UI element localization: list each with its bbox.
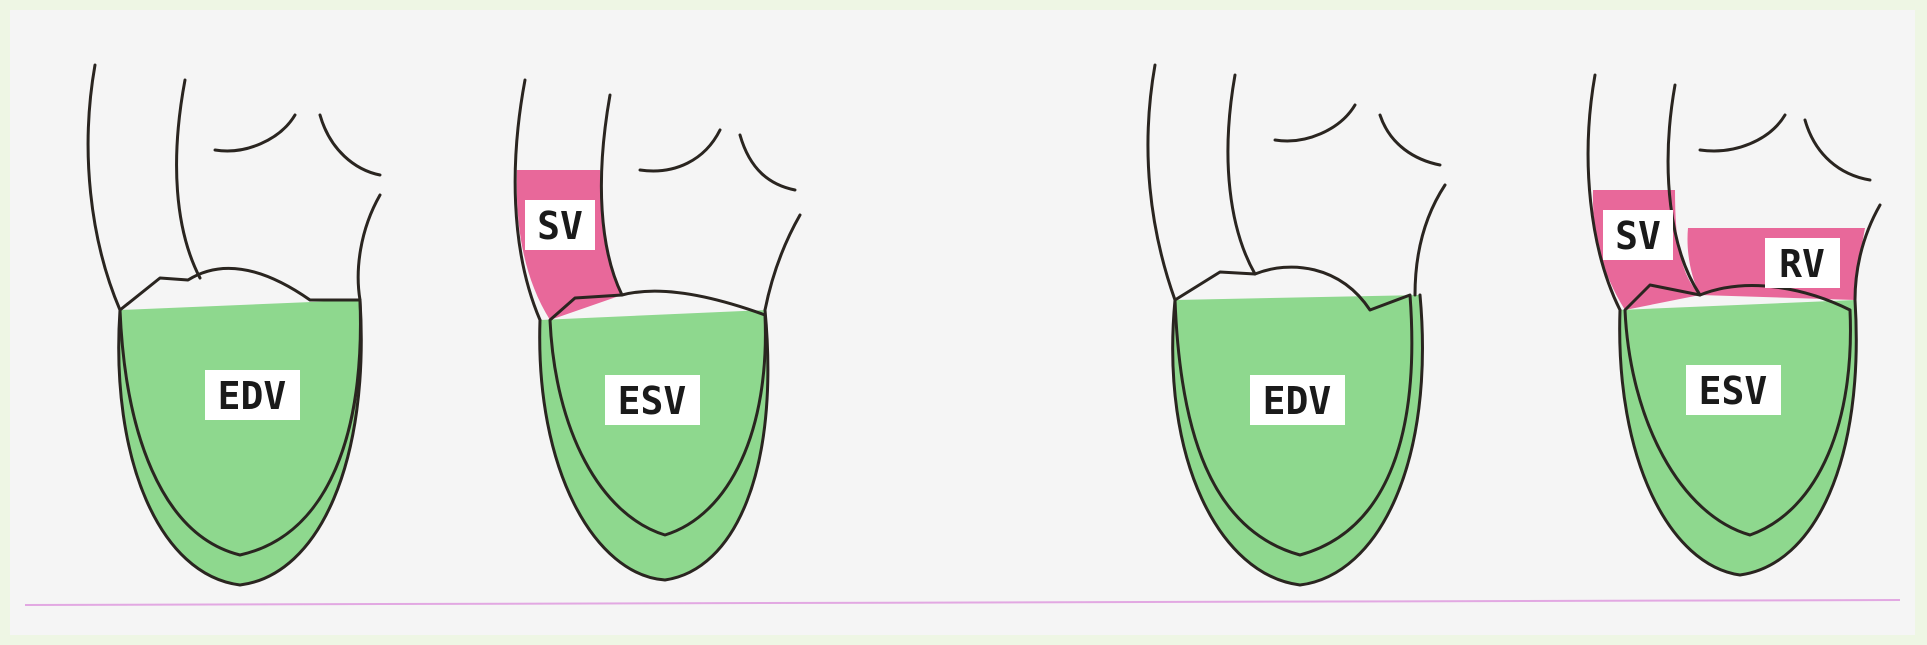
heart-panel-3: EDV [1148, 65, 1445, 585]
myocardium-wall [1173, 295, 1423, 585]
diagram-canvas: EDV SV ESV EDV [10, 10, 1915, 635]
edv-label: EDV [218, 374, 287, 418]
atrial-wall-right [358, 195, 380, 300]
sv-label: SV [537, 204, 583, 248]
left-atrium-wall [1805, 120, 1870, 180]
atrial-wall-right [765, 215, 800, 310]
esv-label: ESV [1699, 369, 1768, 413]
aorta-wall-left [1148, 65, 1175, 300]
heart-panel-4: SV RV ESV [1588, 75, 1880, 575]
sv-label: SV [1615, 214, 1661, 258]
ventricle-diagram: EDV SV ESV EDV [10, 10, 1915, 635]
left-atrium-wall [320, 115, 380, 175]
left-atrium-wall [740, 135, 795, 190]
heart-panel-1: EDV [88, 65, 380, 585]
rv-label: RV [1779, 242, 1825, 286]
left-atrium-wall [1380, 115, 1440, 165]
heart-panel-2: SV ESV [515, 80, 800, 580]
edv-label: EDV [1263, 379, 1332, 423]
aorta-wall-right [177, 80, 200, 278]
baseline-divider [25, 600, 1900, 605]
myocardium-wall [540, 310, 768, 580]
myocardium-wall [119, 300, 362, 585]
atrial-wall-right [1415, 185, 1445, 295]
mitral-leaflet [1700, 115, 1785, 151]
esv-label: ESV [618, 379, 687, 423]
aorta-wall-right [1228, 75, 1255, 274]
mitral-leaflet [215, 115, 295, 151]
aorta-wall-left [88, 65, 120, 310]
mitral-leaflet [640, 130, 720, 171]
mitral-leaflet [1275, 105, 1355, 141]
